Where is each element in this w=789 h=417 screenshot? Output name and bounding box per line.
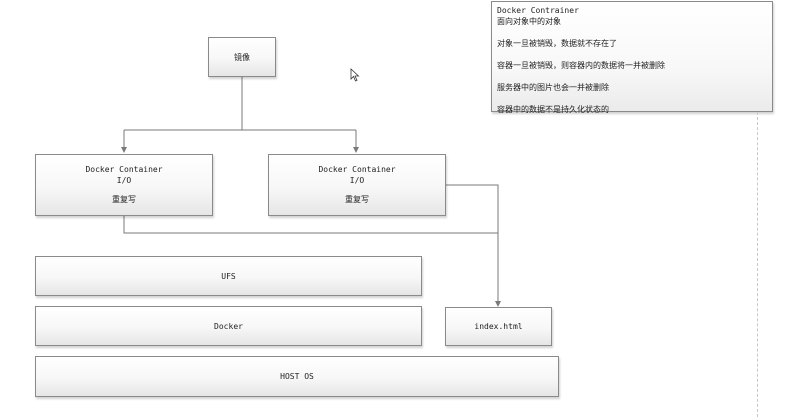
- connector-right-to-index: [446, 184, 501, 307]
- container-right-rewrite: 重复写: [345, 195, 369, 204]
- note-line: 面向对象中的对象: [497, 17, 561, 26]
- connector-left-to-index: [123, 216, 498, 234]
- index-html-box: index.html: [445, 307, 552, 346]
- container-right-title: Docker Container: [318, 165, 396, 174]
- mirror-label: 镜像: [234, 52, 250, 62]
- note-line: 对象一旦被销毁，数据就不存在了: [497, 39, 617, 48]
- note-box: Docker Contrainer 面向对象中的对象 对象一旦被销毁，数据就不存…: [491, 1, 773, 114]
- mirror-box: 镜像: [208, 37, 276, 77]
- container-left-rewrite: 重复写: [112, 195, 136, 204]
- index-html-label: index.html: [474, 322, 523, 331]
- container-right-io: I/O: [349, 176, 365, 185]
- mouse-pointer-icon: [350, 68, 360, 82]
- docker-box: Docker: [35, 306, 422, 346]
- container-left-box: Docker Container I/O 重复写: [35, 154, 213, 216]
- host-os-box: HOST OS: [35, 356, 559, 397]
- note-line: 服务器中的图片也会一并被删除: [497, 83, 609, 92]
- ufs-box: UFS: [35, 256, 422, 296]
- note-line: 容器一旦被销毁，则容器内的数据将一并被删除: [497, 61, 665, 70]
- page-guide-line: [757, 112, 758, 417]
- container-left-io: I/O: [116, 176, 132, 185]
- note-line: 容器中的数据不是持久化状态的: [497, 105, 609, 114]
- ufs-label: UFS: [221, 271, 236, 281]
- docker-label: Docker: [214, 321, 243, 331]
- container-right-box: Docker Container I/O 重复写: [268, 154, 446, 216]
- container-left-title: Docker Container: [85, 165, 163, 174]
- note-title: Docker Contrainer: [497, 6, 579, 15]
- host-os-label: HOST OS: [280, 372, 314, 381]
